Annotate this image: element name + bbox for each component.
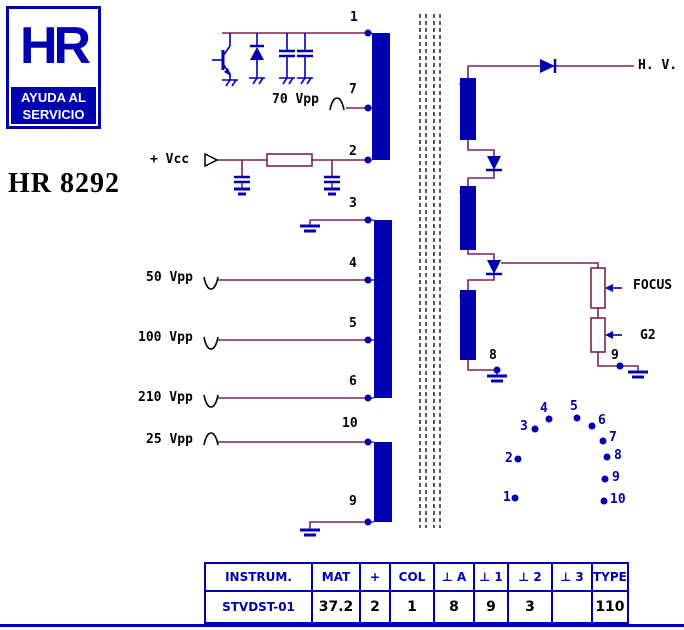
label-g2: G2 (640, 328, 656, 343)
col-header-col: COL (389, 562, 435, 592)
col-header-gnd-3: ⊥ 3 (551, 562, 593, 592)
pinout-label-5: 5 (570, 399, 578, 414)
col-header-mat: MAT (311, 562, 361, 592)
hv-diode-icon (540, 59, 557, 73)
col-header-plus: + (359, 562, 391, 592)
bottom-border-line (0, 624, 684, 627)
label-focus: FOCUS (633, 278, 673, 293)
ground-icons (234, 187, 648, 537)
col-header-instrum: INSTRUM. (204, 562, 313, 592)
spec-table-header-row: INSTRUM. MAT + COL ⊥ A ⊥ 1 ⊥ 2 ⊥ 3 TYPE (204, 562, 629, 592)
pin-label-6: 6 (349, 374, 357, 389)
col-header-type: TYPE (591, 562, 629, 592)
pin-label-1: 1 (350, 10, 358, 25)
rectifier-diode-1-icon (486, 156, 502, 172)
pin-label-7: 7 (349, 82, 357, 97)
col-header-gnd-2: ⊥ 2 (507, 562, 553, 592)
logo-subtitle-line2: SERVICIO (22, 107, 85, 122)
pin-label-8: 8 (489, 348, 497, 363)
pin-label-9-left: 9 (349, 494, 357, 509)
cell-instrum: STVDST-01 (204, 590, 313, 624)
pinout-dots (511, 414, 611, 505)
cell-plus: 2 (359, 590, 391, 624)
waveform-icons (203, 97, 345, 446)
label-25vpp: 25 Vpp (146, 432, 193, 447)
focus-potentiometer-icon (590, 267, 606, 309)
pin-label-4: 4 (349, 256, 357, 271)
label-vcc: + Vcc (150, 152, 190, 167)
pinout-label-2: 2 (505, 451, 513, 466)
cell-gnd-a: 8 (433, 590, 475, 624)
label-hv: H. V. (638, 58, 678, 73)
cell-gnd-3 (551, 590, 593, 624)
label-210vpp: 210 Vpp (138, 390, 193, 405)
cell-col: 1 (389, 590, 435, 624)
pin-label-9-right: 9 (611, 348, 619, 363)
logo-subtitle-line1: AYUDA AL (20, 90, 86, 105)
resistor-icon (266, 153, 313, 167)
hr-logo: HR AYUDA AL SERVICIO (6, 6, 101, 129)
label-70vpp: 70 Vpp (272, 92, 319, 107)
capacitor-icons (234, 175, 340, 184)
hr-logo-band: AYUDA AL SERVICIO (11, 87, 96, 124)
secondary-windings (460, 78, 476, 360)
pinout-label-4: 4 (540, 401, 548, 416)
pinout-label-8: 8 (614, 448, 622, 463)
pinout-label-9: 9 (612, 470, 620, 485)
cell-type: 110 (591, 590, 629, 624)
pin-label-2: 2 (349, 144, 357, 159)
cell-gnd-2: 3 (507, 590, 553, 624)
primary-windings (372, 33, 392, 522)
pin-label-5: 5 (349, 316, 357, 331)
transformer-core-icon (419, 14, 441, 528)
vcc-arrow-icon (204, 152, 219, 168)
spec-table: INSTRUM. MAT + COL ⊥ A ⊥ 1 ⊥ 2 ⊥ 3 TYPE … (204, 562, 629, 624)
hr-logo-text: HR (19, 17, 91, 75)
pinout-label-6: 6 (598, 413, 606, 428)
model-number: HR 8292 (8, 168, 120, 199)
g2-potentiometer-icon (590, 317, 606, 353)
pinout-label-3: 3 (520, 419, 528, 434)
label-50vpp: 50 Vpp (146, 270, 193, 285)
pin-junction-dots (364, 29, 624, 526)
pinout-label-10: 10 (610, 492, 626, 507)
pot-wiper-arrow-icons (605, 284, 622, 339)
col-header-gnd-1: ⊥ 1 (473, 562, 509, 592)
pinout-label-1: 1 (503, 490, 511, 505)
col-header-gnd-a: ⊥ A (433, 562, 475, 592)
pinout-label-7: 7 (609, 430, 617, 445)
hout-stage-icons (212, 33, 313, 87)
spec-table-data-row: STVDST-01 37.2 2 1 8 9 3 110 (204, 590, 629, 624)
label-100vpp: 100 Vpp (138, 330, 193, 345)
pin-label-10: 10 (342, 416, 358, 431)
rectifier-diode-2-icon (486, 260, 502, 276)
circuit-wires (217, 32, 639, 530)
cell-gnd-1: 9 (473, 590, 509, 624)
cell-mat: 37.2 (311, 590, 361, 624)
pin-label-3: 3 (349, 196, 357, 211)
